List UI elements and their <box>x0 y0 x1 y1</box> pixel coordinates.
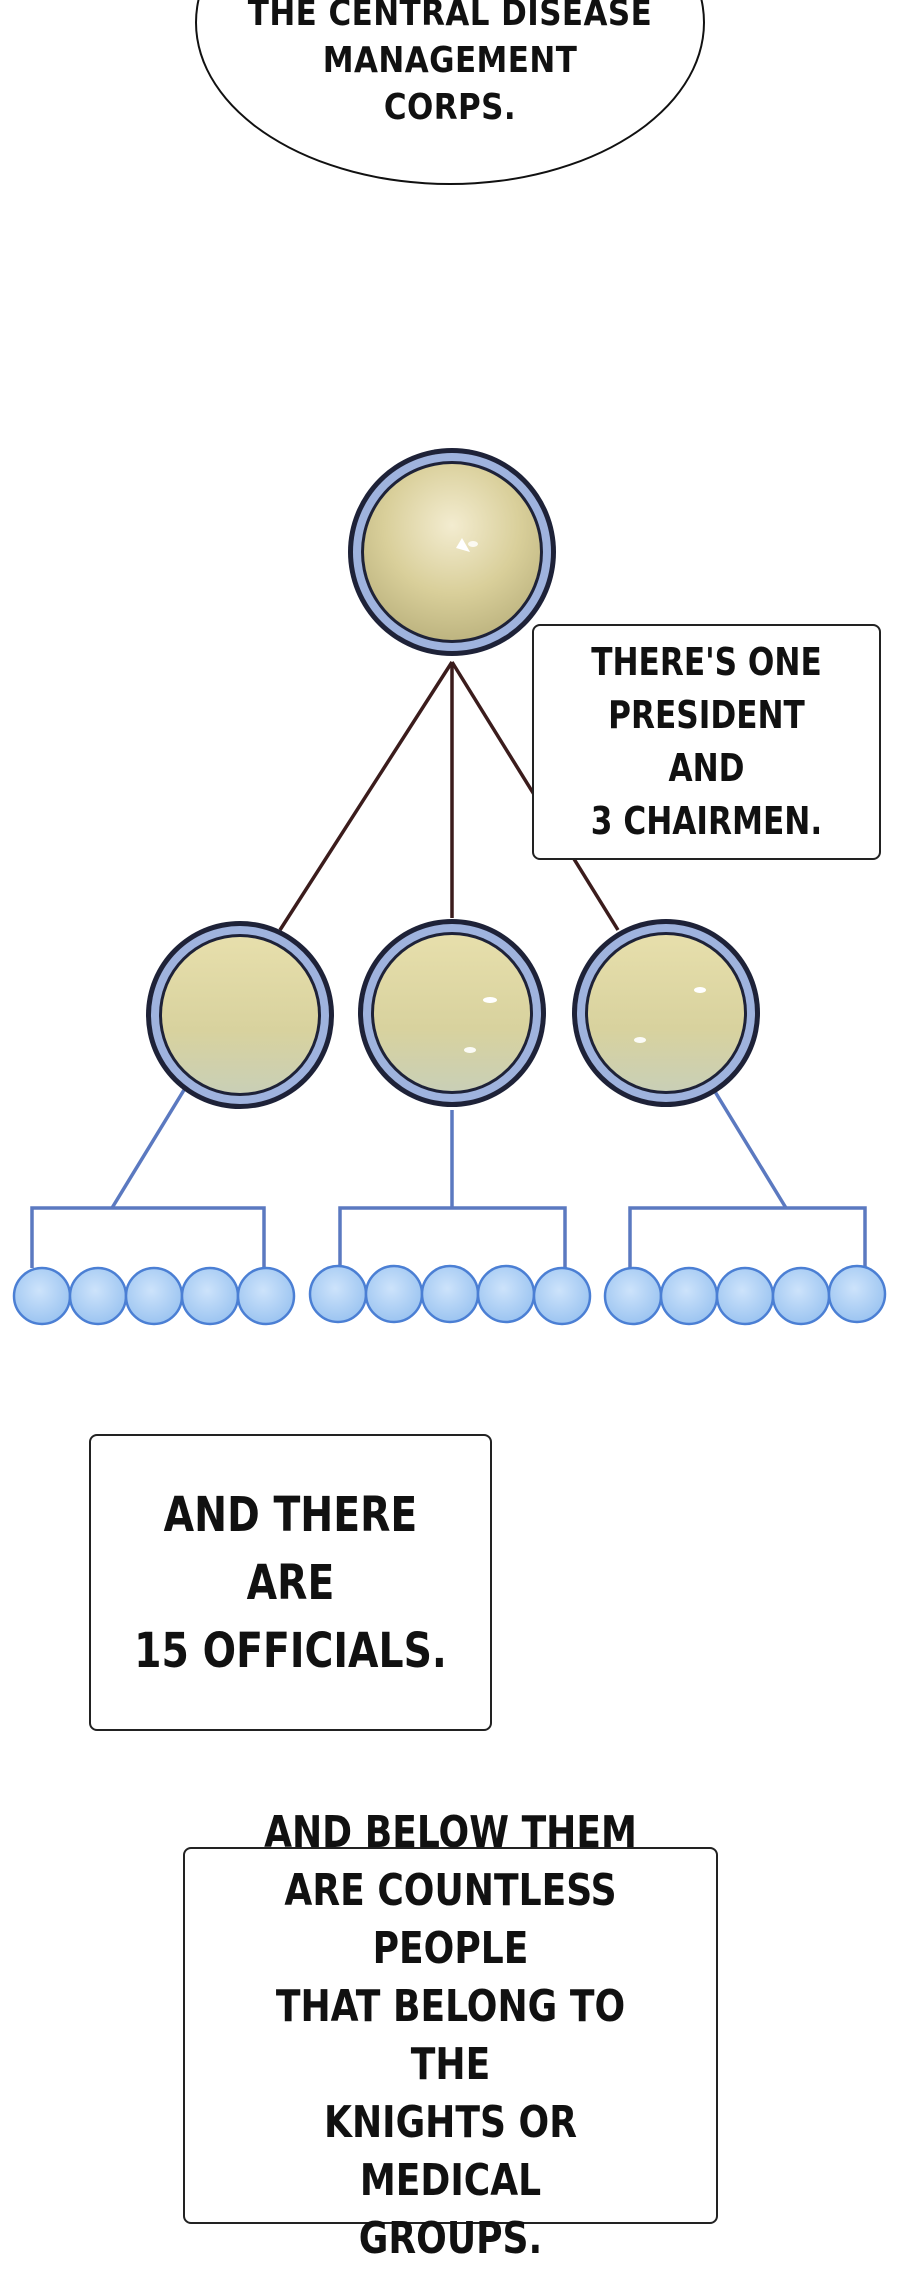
official-node <box>476 1264 536 1324</box>
speech-line: THE CENTRAL DISEASE <box>247 0 653 34</box>
official-node <box>12 1266 72 1326</box>
official-bracket <box>338 1206 567 1268</box>
caption-officials: AND THERE ARE 15 OFFICIALS. <box>89 1434 492 1731</box>
official-node <box>827 1264 887 1324</box>
chairman-node <box>146 921 334 1109</box>
official-node <box>364 1264 424 1324</box>
official-node <box>308 1264 368 1324</box>
official-node <box>68 1266 128 1326</box>
speech-line: CORPS. <box>383 87 517 128</box>
official-node <box>659 1266 719 1326</box>
speech-line: MANAGEMENT <box>322 40 578 81</box>
official-node <box>771 1266 831 1326</box>
chairman-node <box>358 919 546 1107</box>
caption-text: THERE'S ONE PRESIDENT AND 3 CHAIRMEN. <box>590 640 823 843</box>
caption-below: AND BELOW THEM ARE COUNTLESS PEOPLE THAT… <box>183 1807 718 2264</box>
official-node <box>603 1266 663 1326</box>
official-node <box>180 1266 240 1326</box>
official-node <box>236 1266 296 1326</box>
caption-president-chairmen: THERE'S ONE PRESIDENT AND 3 CHAIRMEN. <box>532 624 881 860</box>
official-node <box>715 1266 775 1326</box>
president-node <box>348 448 556 656</box>
connector-line <box>278 661 454 931</box>
speech-bubble-text: THE CENTRAL DISEASE MANAGEMENT CORPS. <box>231 0 670 131</box>
connector-line <box>110 1089 186 1209</box>
connector-line <box>712 1089 788 1209</box>
connectors-bottom <box>30 1089 867 1268</box>
chairman-node <box>572 919 760 1107</box>
official-node <box>532 1266 592 1326</box>
official-node <box>420 1264 480 1324</box>
caption-text: AND BELOW THEM ARE COUNTLESS PEOPLE THAT… <box>264 1806 637 2264</box>
official-node <box>124 1266 184 1326</box>
official-bracket <box>30 1206 266 1268</box>
caption-text: AND THERE ARE 15 OFFICIALS. <box>134 1486 447 1679</box>
official-bracket <box>628 1206 867 1268</box>
officials-group <box>12 1264 887 1326</box>
